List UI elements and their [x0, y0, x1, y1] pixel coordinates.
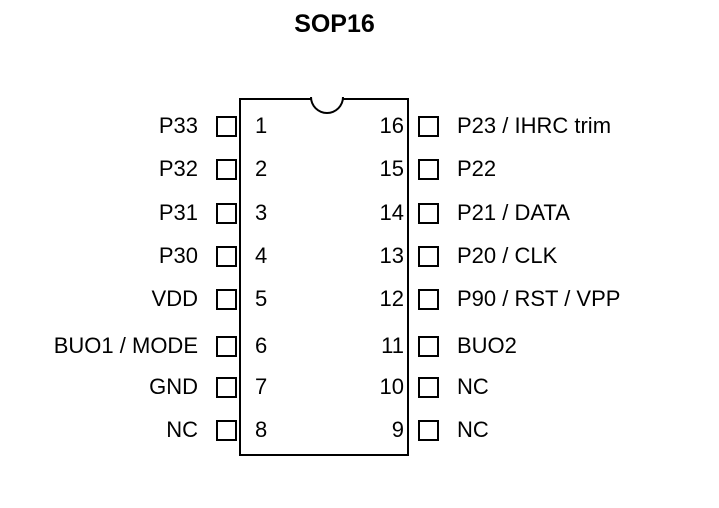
pin-label: VDD: [151, 286, 198, 311]
pin-label: P33: [158, 113, 198, 138]
pin-number: 12: [379, 286, 404, 311]
pin-number: 13: [379, 243, 404, 268]
pin-pad-left: [216, 245, 237, 267]
pin-pad-left: [216, 115, 237, 137]
pin-number: 6: [255, 333, 268, 358]
pin-pad-right: [418, 335, 439, 357]
pin-pad-right: [418, 158, 439, 180]
pin-number: 11: [381, 333, 404, 358]
pin-pad-left: [216, 158, 237, 180]
pin-number: 16: [379, 113, 404, 138]
pin-label: P20 / CLK: [457, 243, 558, 268]
pin-pad-left: [216, 202, 237, 224]
pin-label: NC: [457, 374, 489, 399]
pin-number: 2: [255, 156, 268, 181]
diagram-title: SOP16: [294, 10, 375, 38]
pin-label: NC: [457, 417, 489, 442]
pin-pad-left: [216, 288, 237, 310]
pin-number: 8: [255, 417, 268, 442]
pin-pad-left: [216, 335, 237, 357]
pin-number: 7: [255, 374, 268, 399]
pin-label: P22: [457, 156, 497, 181]
pin-pad-right: [418, 245, 439, 267]
pin-number: 1: [255, 113, 268, 138]
pin-number: 10: [379, 374, 404, 399]
pin-pad-right: [418, 202, 439, 224]
pin-label: P23 / IHRC trim: [457, 113, 612, 138]
pin-pad-left: [216, 376, 237, 398]
chip-body: [239, 98, 409, 456]
pin-label: P32: [158, 156, 198, 181]
pin-number: 5: [255, 286, 268, 311]
pin-label: NC: [166, 417, 198, 442]
pin-label: P30: [158, 243, 198, 268]
pin-pad-right: [418, 115, 439, 137]
pin-pad-right: [418, 376, 439, 398]
pin-label: P21 / DATA: [457, 200, 570, 225]
pin-pad-right: [418, 419, 439, 441]
pin-number: 9: [391, 417, 404, 442]
pin-number: 4: [255, 243, 268, 268]
pin-label: P31: [158, 200, 198, 225]
pin-number: 3: [255, 200, 268, 225]
pin-pad-left: [216, 419, 237, 441]
pin-label: GND: [149, 374, 198, 399]
pin-pad-right: [418, 288, 439, 310]
pin-label: BUO1 / MODE: [53, 333, 198, 358]
pin-number: 15: [379, 156, 404, 181]
pin-number: 14: [379, 200, 404, 225]
pin-label: BUO2: [457, 333, 517, 358]
pin-label: P90 / RST / VPP: [457, 286, 621, 311]
